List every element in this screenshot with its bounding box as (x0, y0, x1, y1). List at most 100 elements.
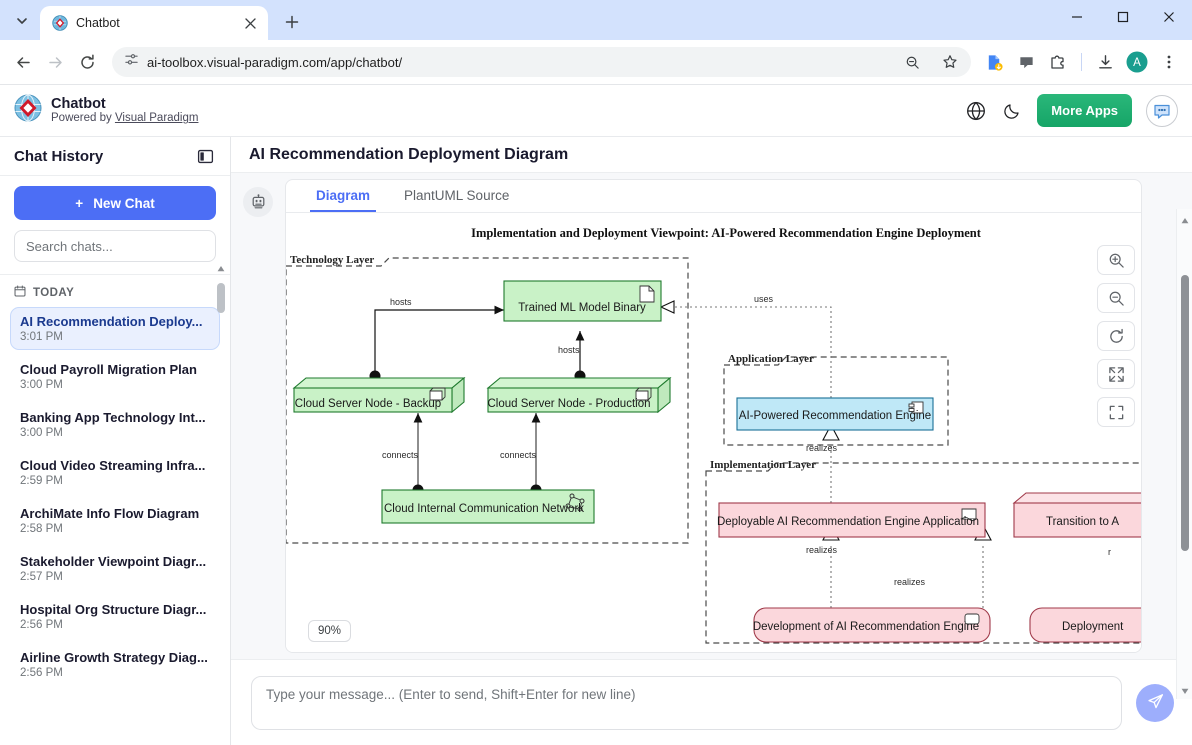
node-3d-box-icon (429, 387, 446, 401)
chat-item-name: Cloud Video Streaming Infra... (20, 458, 206, 473)
diagram-scrollbar[interactable] (1176, 209, 1192, 699)
sidebar-header: Chat History (0, 137, 230, 176)
send-paper-plane-icon (1146, 692, 1165, 714)
toolbar-divider (1081, 53, 1082, 71)
zoom-out-icon[interactable] (897, 47, 927, 77)
site-settings-icon[interactable] (124, 52, 139, 72)
tab-close-icon[interactable] (240, 13, 260, 33)
back-icon[interactable] (8, 47, 38, 77)
node-label-server-prod: Cloud Server Node - Production (488, 398, 651, 410)
chat-list: TODAY AI Recommendation Deploy... 3:01 P… (0, 275, 230, 745)
diagram-viewport[interactable]: Implementation and Deployment Viewpoint:… (286, 213, 1141, 652)
diagram-node-deployment[interactable]: Deployment (1029, 607, 1141, 643)
list-item[interactable]: ArchiMate Info Flow Diagram 2:58 PM (10, 499, 220, 542)
reset-rotate-icon[interactable] (1097, 321, 1135, 351)
deliverable-icon (961, 508, 977, 521)
sidebar-scroll-thumb[interactable] (217, 283, 225, 313)
extension-file-icon[interactable] (979, 47, 1009, 77)
panel-collapse-icon[interactable] (194, 145, 216, 167)
chat-group-today: TODAY (0, 285, 230, 307)
node-label-ml-binary: Trained ML Model Binary (518, 302, 646, 314)
chat-item-name: AI Recommendation Deploy... (20, 314, 203, 329)
list-item[interactable]: Stakeholder Viewpoint Diagr... 2:57 PM (10, 547, 220, 590)
send-message-button[interactable] (1136, 683, 1174, 722)
diagram-node-network[interactable]: Cloud Internal Communication Network (381, 489, 595, 524)
diagram-title: Implementation and Deployment Viewpoint:… (471, 226, 982, 240)
list-item[interactable]: Cloud Video Streaming Infra... 2:59 PM (10, 451, 220, 494)
profile-avatar[interactable]: A (1122, 47, 1152, 77)
fit-screen-icon[interactable] (1097, 359, 1135, 389)
visual-paradigm-link[interactable]: Visual Paradigm (114, 112, 199, 125)
app-title: Chatbot (51, 95, 106, 112)
layer-label-application: Application Layer (728, 353, 814, 365)
new-chat-button[interactable]: + New Chat (14, 186, 216, 220)
chat-item-time: 2:56 PM (20, 667, 63, 679)
work-package-icon (964, 613, 980, 625)
list-item[interactable]: Banking App Technology Int... 3:00 PM (10, 403, 220, 446)
chrome-menu-icon[interactable] (1154, 47, 1184, 77)
scroll-up-arrow-icon[interactable] (216, 261, 226, 272)
chat-item-time: 3:00 PM (20, 379, 63, 391)
window-minimize-button[interactable] (1054, 0, 1100, 34)
edge-label-hosts-2: hosts (558, 345, 580, 355)
new-chat-label: New Chat (93, 195, 155, 211)
robot-avatar-icon (243, 187, 273, 217)
window-close-button[interactable] (1146, 0, 1192, 34)
diagram-node-app-engine[interactable]: AI-Powered Recommendation Engine (736, 397, 934, 431)
assistant-avatar-column (231, 173, 285, 659)
diagram-node-deployable-app[interactable]: Deployable AI Recommendation Engine Appl… (717, 502, 986, 538)
node-3d-box-icon (635, 387, 652, 401)
moon-icon[interactable] (1001, 100, 1023, 122)
chat-item-name: Stakeholder Viewpoint Diagr... (20, 554, 207, 569)
list-item[interactable]: Cloud Payroll Migration Plan 3:00 PM (10, 355, 220, 398)
bookmark-star-icon[interactable] (935, 47, 965, 77)
diagram-scroll-thumb[interactable] (1181, 275, 1189, 551)
address-bar[interactable]: ai-toolbox.visual-paradigm.com/app/chatb… (112, 47, 971, 77)
chat-bot-avatar[interactable] (1146, 94, 1178, 127)
reload-icon[interactable] (72, 47, 102, 77)
visual-paradigm-favicon (52, 15, 68, 31)
node-label-development: Development of AI Recommendation Engine (753, 621, 979, 633)
cast-icon[interactable] (1011, 47, 1041, 77)
message-input[interactable] (251, 675, 1122, 730)
scroll-up-arrow-icon[interactable] (1180, 213, 1190, 224)
diagram-node-transition[interactable]: Transition to A (1012, 492, 1141, 538)
list-item[interactable]: Hospital Org Structure Diagr... 2:56 PM (10, 595, 220, 638)
chat-item-time: 3:01 PM (20, 331, 63, 343)
main-content: AI Recommendation Deployment Diagram (231, 137, 1192, 745)
diagram-node-ml-binary[interactable]: Trained ML Model Binary (503, 280, 662, 322)
app-header: Chatbot Powered by Visual Paradigm More … (0, 85, 1192, 137)
layer-technology: Technology Layer (286, 254, 689, 544)
downloads-icon[interactable] (1090, 47, 1120, 77)
list-item[interactable]: Airline Growth Strategy Diag... 2:56 PM (10, 643, 220, 686)
browser-tab[interactable]: Chatbot (40, 6, 268, 40)
diagram-node-development[interactable]: Development of AI Recommendation Engine (753, 607, 991, 643)
extensions-puzzle-icon[interactable] (1043, 47, 1073, 77)
window-maximize-button[interactable] (1100, 0, 1146, 34)
zoom-out-icon[interactable] (1097, 283, 1135, 313)
network-icon (565, 493, 585, 512)
zoom-in-icon[interactable] (1097, 245, 1135, 275)
plus-icon: + (75, 195, 84, 211)
chat-item-time: 2:57 PM (20, 571, 63, 583)
browser-tab-title: Chatbot (76, 16, 120, 30)
tab-diagram[interactable]: Diagram (310, 188, 377, 212)
edge-label-realizes-4: r (1108, 547, 1111, 557)
globe-icon[interactable] (965, 100, 987, 122)
new-tab-button[interactable] (278, 8, 306, 36)
fullscreen-icon[interactable] (1097, 397, 1135, 427)
tab-search-dropdown-icon[interactable] (8, 7, 36, 35)
diagram-node-server-backup[interactable]: Cloud Server Node - Backup (292, 376, 466, 414)
chat-item-name: Banking App Technology Int... (20, 410, 206, 425)
zoom-level-badge[interactable]: 90% (308, 620, 352, 642)
search-chats-input[interactable] (14, 230, 216, 262)
tab-plantuml-source[interactable]: PlantUML Source (404, 188, 510, 203)
forward-icon[interactable] (40, 47, 70, 77)
sidebar-scrollbar[interactable] (214, 261, 228, 745)
diagram-node-server-prod[interactable]: Cloud Server Node - Production (486, 376, 672, 414)
scroll-down-arrow-icon[interactable] (1180, 683, 1190, 694)
more-apps-button[interactable]: More Apps (1037, 94, 1132, 127)
list-item[interactable]: AI Recommendation Deploy... 3:01 PM (10, 307, 220, 350)
sidebar-scroll-track[interactable] (217, 261, 225, 745)
app-brand: Chatbot Powered by Visual Paradigm (14, 94, 198, 127)
